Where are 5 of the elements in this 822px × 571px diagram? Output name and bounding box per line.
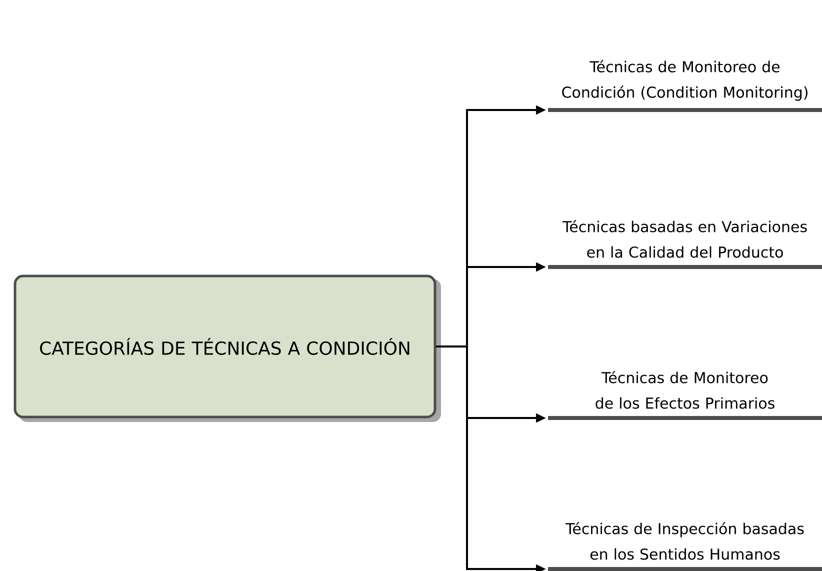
category-box: CATEGORÍAS DE TÉCNICAS A CONDICIÓN bbox=[14, 274, 441, 422]
heading-bar: Técnicas de Monitoreo de los Efectos Primarios bbox=[548, 371, 822, 420]
heading-bar: Técnicas basadas en Variaciones en la Calidad del Producto bbox=[548, 220, 822, 269]
heading-bar: Técnicas de Monitoreo de Condición (Condition Monitoring) bbox=[548, 60, 822, 112]
heading-bar: Técnicas de Inspección basadas en los Sentidos Humanos bbox=[548, 522, 822, 571]
